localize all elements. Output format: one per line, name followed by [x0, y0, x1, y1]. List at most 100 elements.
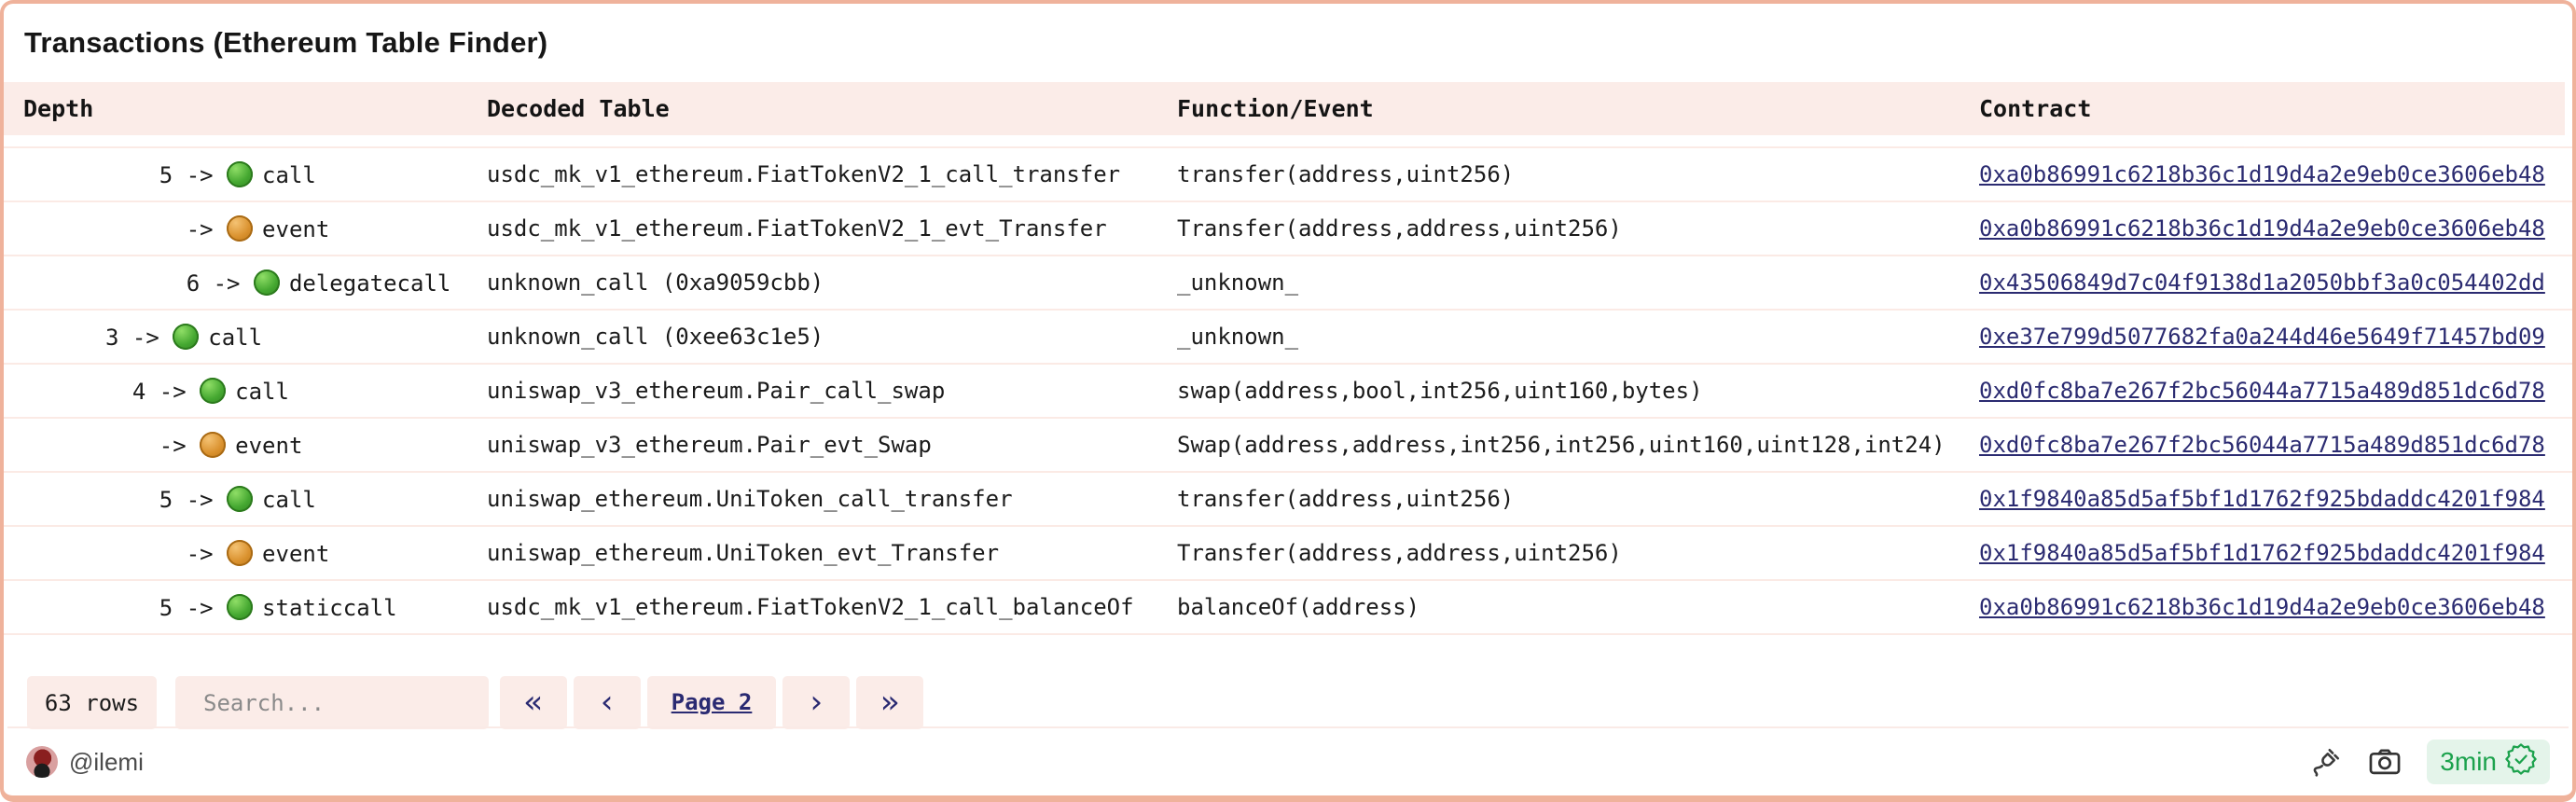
call-type-dot-icon: [253, 269, 280, 296]
contract-link[interactable]: 0xd0fc8ba7e267f2bc56044a7715a489d851dc6d…: [1979, 378, 2545, 404]
contract-link[interactable]: 0x43506849d7c04f9138d1a2050bbf3a0c054402…: [1979, 270, 2545, 296]
call-type-label: call: [262, 486, 316, 513]
decoded-table-cell: uniswap_v3_ethereum.Pair_evt_Swap: [487, 432, 932, 458]
current-page-indicator[interactable]: Page 2: [647, 676, 776, 729]
contract-link[interactable]: 0xa0b86991c6218b36c1d19d4a2e9eb0ce3606eb…: [1979, 215, 2545, 242]
depth-prefix: 5 ->: [105, 594, 228, 621]
api-button[interactable]: [2309, 745, 2343, 779]
call-type-dot-icon: [227, 485, 254, 512]
function-event-cell: _unknown_: [1177, 270, 1299, 296]
function-event-cell: Swap(address,address,int256,int256,uint1…: [1177, 432, 1946, 458]
decoded-table-cell: usdc_mk_v1_ethereum.FiatTokenV2_1_evt_Tr…: [487, 215, 1107, 242]
decoded-table-cell: usdc_mk_v1_ethereum.FiatTokenV2_1_call_t…: [487, 161, 1121, 187]
widget-title: Transactions (Ethereum Table Finder): [24, 26, 548, 59]
call-type-label: delegatecall: [288, 270, 451, 297]
depth-prefix: 4 ->: [105, 378, 201, 405]
status-actions: 3min: [2309, 740, 2550, 784]
function-event-cell: Transfer(address,address,uint256): [1177, 540, 1622, 566]
contract-cell: 0x43506849d7c04f9138d1a2050bbf3a0c054402…: [1960, 270, 2572, 296]
decoded-table-cell: uniswap_ethereum.UniToken_evt_Transfer: [487, 540, 1000, 566]
call-type-label: call: [235, 378, 289, 405]
depth-prefix: 5 ->: [105, 161, 228, 188]
function-event-cell: transfer(address,uint256): [1177, 486, 1515, 512]
table-row: -> event uniswap_ethereum.UniToken_evt_T…: [4, 527, 2572, 581]
call-type-label: event: [235, 432, 303, 459]
table-row: 5 -> call usdc_mk_v1_ethereum.FiatTokenV…: [4, 148, 2572, 202]
decoded-table-cell: usdc_mk_v1_ethereum.FiatTokenV2_1_call_b…: [487, 594, 1134, 620]
depth-prefix: 6 ->: [105, 270, 254, 297]
contract-link[interactable]: 0x1f9840a85d5af5bf1d1762f925bdaddc4201f9…: [1979, 540, 2545, 566]
depth-prefix: 3 ->: [105, 324, 173, 351]
first-page-button[interactable]: «: [500, 676, 567, 729]
contract-cell: 0xe37e799d5077682fa0a244d46e5649f71457bd…: [1960, 324, 2572, 350]
depth-cell: 4 -> call: [4, 377, 467, 405]
table-row: -> event usdc_mk_v1_ethereum.FiatTokenV2…: [4, 202, 2572, 256]
call-type-label: staticcall: [262, 594, 397, 621]
depth-cell: 5 -> call: [4, 485, 467, 513]
function-event-cell: transfer(address,uint256): [1177, 161, 1515, 187]
author-handle[interactable]: @ilemi: [69, 747, 144, 776]
call-type-dot-icon: [173, 323, 200, 350]
prev-page-button[interactable]: ‹: [574, 676, 641, 729]
contract-link[interactable]: 0xa0b86991c6218b36c1d19d4a2e9eb0ce3606eb…: [1979, 594, 2545, 620]
pagination: « ‹ Page 2 › »: [500, 676, 923, 729]
call-type-label: event: [262, 215, 330, 242]
refresh-interval-label: 3min: [2440, 747, 2497, 776]
refresh-status-badge[interactable]: 3min: [2427, 740, 2550, 784]
contract-cell: 0xd0fc8ba7e267f2bc56044a7715a489d851dc6d…: [1960, 378, 2572, 404]
contract-link[interactable]: 0xe37e799d5077682fa0a244d46e5649f71457bd…: [1979, 324, 2545, 350]
column-header-function-event: Function/Event: [1177, 95, 1374, 122]
contract-cell: 0xd0fc8ba7e267f2bc56044a7715a489d851dc6d…: [1960, 432, 2572, 458]
call-type-dot-icon: [200, 377, 227, 404]
verified-seal-icon: [2505, 742, 2537, 781]
decoded-table-cell: unknown_call (0xee63c1e5): [487, 324, 824, 350]
depth-prefix: ->: [105, 540, 228, 567]
table-scroll-sliver: [4, 135, 2572, 148]
depth-prefix: ->: [105, 215, 228, 242]
contract-link[interactable]: 0xd0fc8ba7e267f2bc56044a7715a489d851dc6d…: [1979, 432, 2545, 458]
avatar[interactable]: [26, 746, 58, 778]
table-body: 5 -> call usdc_mk_v1_ethereum.FiatTokenV…: [4, 148, 2572, 635]
contract-cell: 0xa0b86991c6218b36c1d19d4a2e9eb0ce3606eb…: [1960, 161, 2572, 187]
depth-cell: -> event: [4, 431, 467, 459]
column-header-contract: Contract: [1979, 95, 2092, 122]
depth-prefix: ->: [105, 432, 201, 459]
call-type-label: call: [208, 324, 263, 351]
function-event-cell: _unknown_: [1177, 324, 1299, 350]
call-type-label: call: [262, 161, 316, 188]
table-row: -> event uniswap_v3_ethereum.Pair_evt_Sw…: [4, 419, 2572, 473]
call-type-dot-icon: [227, 160, 254, 187]
contract-cell: 0xa0b86991c6218b36c1d19d4a2e9eb0ce3606eb…: [1960, 215, 2572, 242]
contract-cell: 0xa0b86991c6218b36c1d19d4a2e9eb0ce3606eb…: [1960, 594, 2572, 620]
search-input[interactable]: [175, 675, 489, 730]
table-header: Depth Decoded Table Function/Event Contr…: [4, 82, 2565, 135]
function-event-cell: balanceOf(address): [1177, 594, 1420, 620]
table-row: 3 -> call unknown_call (0xee63c1e5) _unk…: [4, 311, 2572, 365]
plug-icon: [2309, 748, 2343, 781]
decoded-table-cell: uniswap_v3_ethereum.Pair_call_swap: [487, 378, 946, 404]
table-row: 5 -> call uniswap_ethereum.UniToken_call…: [4, 473, 2572, 527]
contract-cell: 0x1f9840a85d5af5bf1d1762f925bdaddc4201f9…: [1960, 486, 2572, 512]
call-type-dot-icon: [227, 593, 254, 620]
function-event-cell: swap(address,bool,int256,uint160,bytes): [1177, 378, 1703, 404]
decoded-table-cell: unknown_call (0xa9059cbb): [487, 270, 824, 296]
depth-cell: 5 -> staticcall: [4, 593, 467, 621]
depth-cell: -> event: [4, 214, 467, 242]
contract-link[interactable]: 0x1f9840a85d5af5bf1d1762f925bdaddc4201f9…: [1979, 486, 2545, 512]
contract-link[interactable]: 0xa0b86991c6218b36c1d19d4a2e9eb0ce3606eb…: [1979, 161, 2545, 187]
camera-icon: [2367, 749, 2403, 782]
function-event-cell: Transfer(address,address,uint256): [1177, 215, 1622, 242]
depth-cell: 3 -> call: [4, 323, 467, 351]
depth-cell: 6 -> delegatecall: [4, 269, 467, 297]
search-box: [175, 675, 489, 730]
screenshot-button[interactable]: [2367, 744, 2403, 780]
call-type-dot-icon: [227, 539, 254, 566]
last-page-button[interactable]: »: [856, 676, 923, 729]
status-bar: @ilemi: [7, 726, 2569, 795]
call-type-dot-icon: [227, 214, 254, 242]
call-type-label: event: [262, 540, 330, 567]
next-page-button[interactable]: ›: [782, 676, 850, 729]
column-header-decoded-table: Decoded Table: [487, 95, 670, 122]
table-row: 5 -> staticcall usdc_mk_v1_ethereum.Fiat…: [4, 581, 2572, 635]
